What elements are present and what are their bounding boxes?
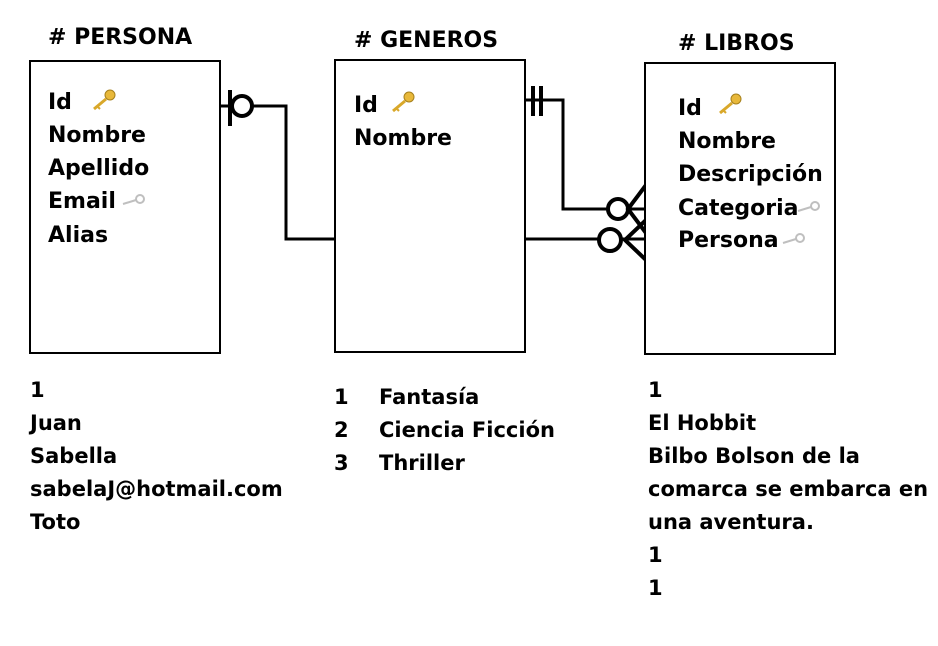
genre-name: Fantasía (379, 385, 480, 409)
persona-field-alias: Alias (48, 223, 109, 248)
persona-zero-circle (230, 94, 254, 118)
libros-value-nombre: El Hobbit (648, 411, 757, 435)
libros-table-title: # LIBROS (678, 31, 795, 56)
gray-key-icon (797, 201, 820, 212)
generos-data-rows: 1 Fantasía 2 Ciencia Ficción 3 Thriller (334, 381, 555, 480)
generos-table-title: # GENEROS (354, 28, 499, 53)
genre-row: 3 Thriller (334, 447, 555, 480)
persona-table-box (29, 60, 221, 354)
gold-key-icon (93, 89, 116, 111)
persona-field-email: Email (48, 189, 116, 214)
persona-field-id: Id (48, 90, 72, 115)
persona-fk-crows-foot (622, 218, 648, 262)
genre-name: Ciencia Ficción (379, 418, 555, 442)
generos-field-id: Id (354, 93, 378, 118)
gold-key-icon (392, 91, 415, 113)
generos-field-nombre: Nombre (354, 126, 452, 151)
genre-id: 2 (334, 418, 349, 442)
libros-field-nombre: Nombre (678, 129, 776, 154)
generos-table-box (334, 59, 526, 353)
persona-table-title: # PERSONA (48, 25, 193, 50)
libros-value-persona: 1 (648, 576, 663, 600)
persona-fk-zero-circle (597, 227, 623, 253)
gray-key-icon (782, 233, 805, 244)
genre-row: 2 Ciencia Ficción (334, 414, 555, 447)
genre-id: 3 (334, 451, 349, 475)
libros-value-descripcion-line2: comarca se embarca en (648, 477, 929, 501)
categoria-zero-circle (606, 197, 630, 221)
libros-value-id: 1 (648, 378, 663, 402)
genre-id: 1 (334, 385, 349, 409)
genre-name: Thriller (379, 451, 465, 475)
libros-field-categoria: Categoria (678, 196, 799, 221)
libros-value-descripcion-line3: una aventura. (648, 510, 814, 534)
libros-value-categoria: 1 (648, 543, 663, 567)
libros-field-id: Id (678, 96, 702, 121)
persona-value-nombre: Juan (30, 411, 82, 435)
persona-value-email: sabelaJ@hotmail.com (30, 477, 283, 501)
persona-field-nombre: Nombre (48, 123, 146, 148)
libros-field-persona: Persona (678, 228, 779, 253)
gold-key-icon (719, 93, 742, 115)
persona-field-apellido: Apellido (48, 156, 150, 181)
libros-field-descripcion: Descripción (678, 162, 823, 187)
gray-key-icon (122, 194, 145, 205)
persona-value-id: 1 (30, 378, 45, 402)
libros-value-descripcion-line1: Bilbo Bolson de la (648, 444, 860, 468)
persona-value-alias: Toto (30, 510, 81, 534)
libros-data-row: 1 El Hobbit Bilbo Bolson de la comarca s… (648, 374, 928, 605)
genre-row: 1 Fantasía (334, 381, 555, 414)
persona-value-apellido: Sabella (30, 444, 118, 468)
persona-data-row: 1 Juan Sabella sabelaJ@hotmail.com Toto (30, 374, 283, 539)
